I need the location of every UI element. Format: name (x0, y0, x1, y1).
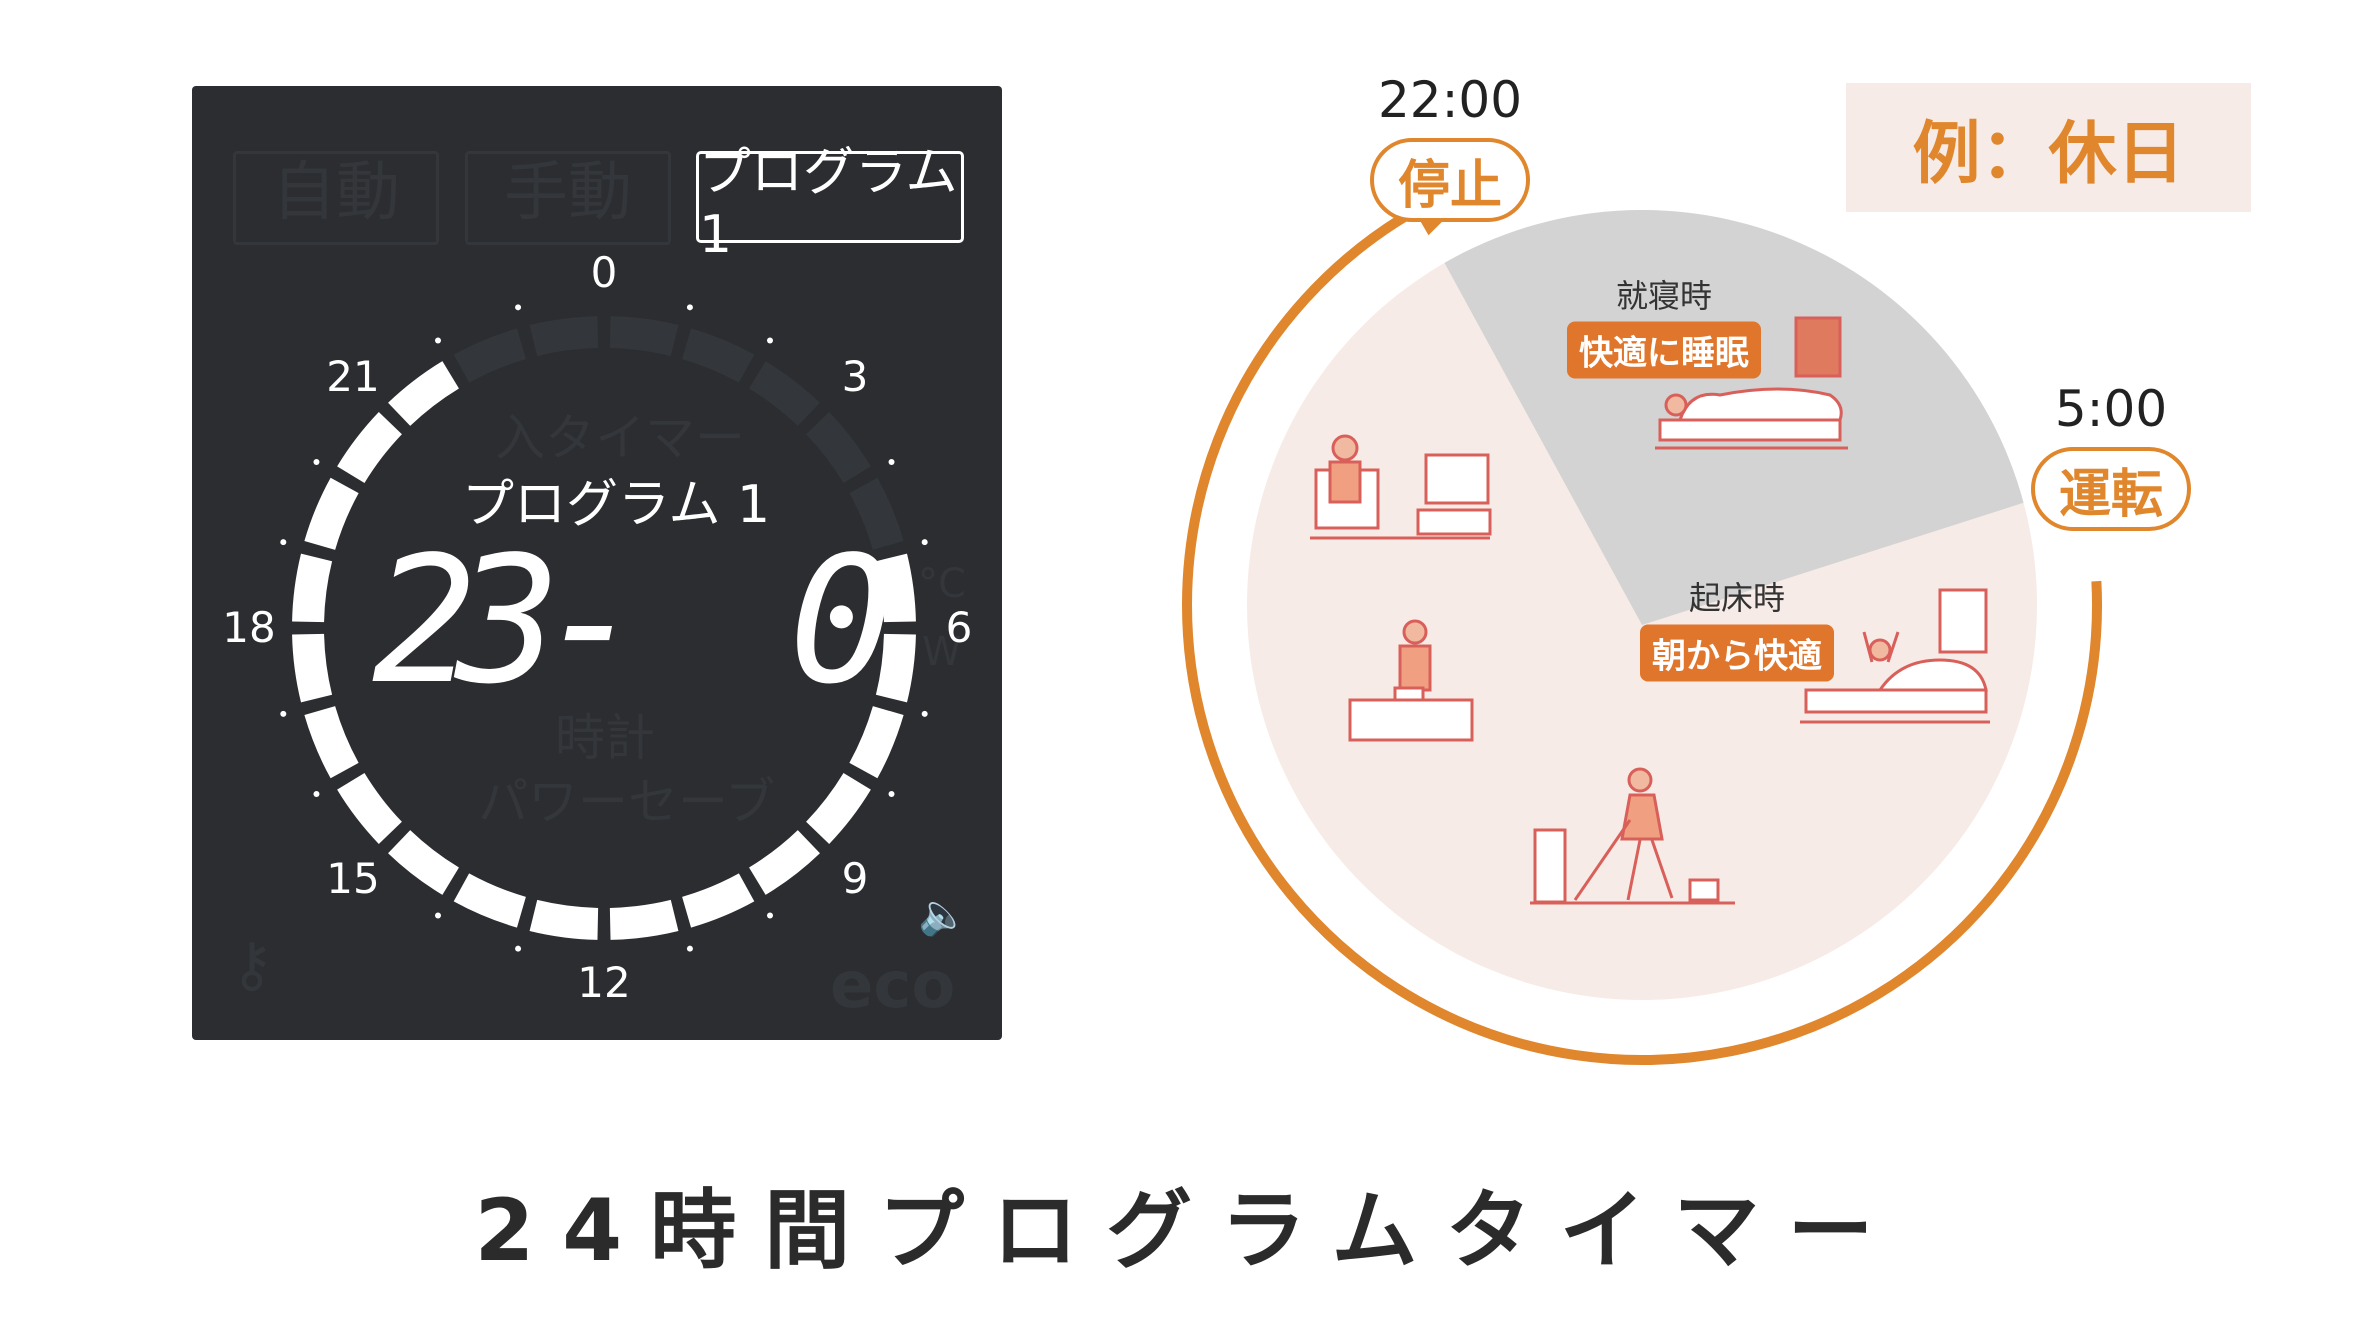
run-label: 運転 (2031, 447, 2191, 531)
mode-program-button: プログラム 1 (696, 143, 964, 265)
dial-label: 12 (577, 958, 631, 1007)
dial-label: 9 (841, 854, 869, 904)
dial-segment-lit (337, 412, 402, 483)
dial-label: 18 (222, 603, 276, 652)
dial-dot (888, 459, 895, 465)
dial-dot (435, 912, 441, 919)
dial-segment-lit (388, 830, 459, 895)
mode-manual-label: 手動 (504, 156, 632, 230)
dial-segment-lit (806, 773, 871, 844)
program-label: プログラム 1 (462, 475, 771, 535)
dial-segment-unlit (806, 412, 871, 483)
sleep-tag: 快適に睡眠 (1567, 321, 1761, 379)
dial-segment-lit (875, 553, 916, 623)
mode-manual-button (465, 151, 671, 245)
clock-ghost-label: 時計 (555, 709, 655, 767)
page-title: 24時間プログラムタイマー (474, 1181, 1902, 1281)
dial-segment-lit (609, 899, 679, 940)
timer-ghost-label: 入タイマー (495, 409, 745, 467)
dial-dot (921, 539, 928, 546)
key-icon: ⚷ (230, 930, 274, 1000)
mode-auto-label: 自動 (272, 156, 400, 230)
dial-segment-unlit (529, 316, 599, 357)
example-label: 例：休日 (1912, 115, 2185, 194)
waking-bed-icon (1800, 588, 1990, 724)
sleep-caption: 就寝時 (1615, 277, 1713, 315)
stop-label: 停止 (1370, 138, 1530, 222)
dial-dots (280, 304, 928, 952)
dial-label: 0 (590, 248, 618, 297)
dial-segment-lit (453, 873, 526, 928)
power-save-ghost-label: パワーセーブ (478, 773, 775, 831)
dial-segment-lit (529, 899, 599, 940)
example-box (1846, 83, 2251, 212)
dial-dot (921, 710, 928, 717)
dial-dot (767, 337, 773, 344)
sound-icon: 🔈 (918, 892, 968, 938)
dial-dot (686, 945, 693, 952)
dial-segment-lit (875, 633, 916, 703)
dial-segment-lit (292, 553, 333, 623)
sleeping-bed-icon (1655, 316, 1848, 450)
dial-segment-lit (304, 706, 359, 779)
dial-dot (313, 791, 320, 797)
vacuum-icon (1530, 767, 1735, 905)
cooking-icon (1348, 619, 1474, 742)
wake-caption: 起床時 (1688, 579, 1786, 617)
stop-time: 22:00 (1377, 71, 1523, 129)
dial-segment-lit (849, 706, 904, 779)
dial-segment-unlit (849, 477, 904, 550)
tv-sofa-icon (1310, 434, 1492, 540)
dial-dot (767, 912, 773, 919)
dial-dot (686, 304, 693, 311)
eco-ghost-label: eco (830, 949, 956, 1023)
dial-dot (435, 337, 441, 344)
dial-ring (292, 316, 916, 940)
watt-ghost-label: W (922, 629, 962, 675)
dial-segment-lit (337, 773, 402, 844)
dial-segment-lit (682, 873, 755, 928)
dial-label: 3 (841, 351, 869, 401)
dial-dot (280, 539, 287, 546)
dial-segment-lit (749, 830, 820, 895)
dial-segment-lit (292, 633, 333, 703)
dial-dot (515, 304, 522, 311)
dial-segment-unlit (453, 328, 526, 383)
dial-dot (280, 710, 287, 717)
dial-segment-lit (388, 361, 459, 426)
dial-segment-unlit (749, 361, 820, 426)
wake-tag: 朝から快適 (1640, 624, 1834, 682)
time-display: 23- 0 (372, 520, 894, 723)
dial-label: 21 (326, 351, 380, 401)
dial-label: 15 (326, 854, 380, 904)
run-arc (1182, 198, 2102, 1065)
dial-dot (313, 459, 320, 465)
dial-label: 6 (945, 603, 973, 652)
dial-dot (515, 945, 522, 952)
dial-segment-unlit (682, 328, 755, 383)
dial-segment-lit (304, 477, 359, 550)
illustrations (1310, 316, 1990, 905)
celsius-ghost-label: °C (918, 561, 966, 607)
dial-dot (888, 791, 895, 797)
dial-segment-unlit (609, 316, 679, 357)
mode-auto-button (233, 151, 439, 245)
run-time: 5:00 (2054, 380, 2168, 438)
